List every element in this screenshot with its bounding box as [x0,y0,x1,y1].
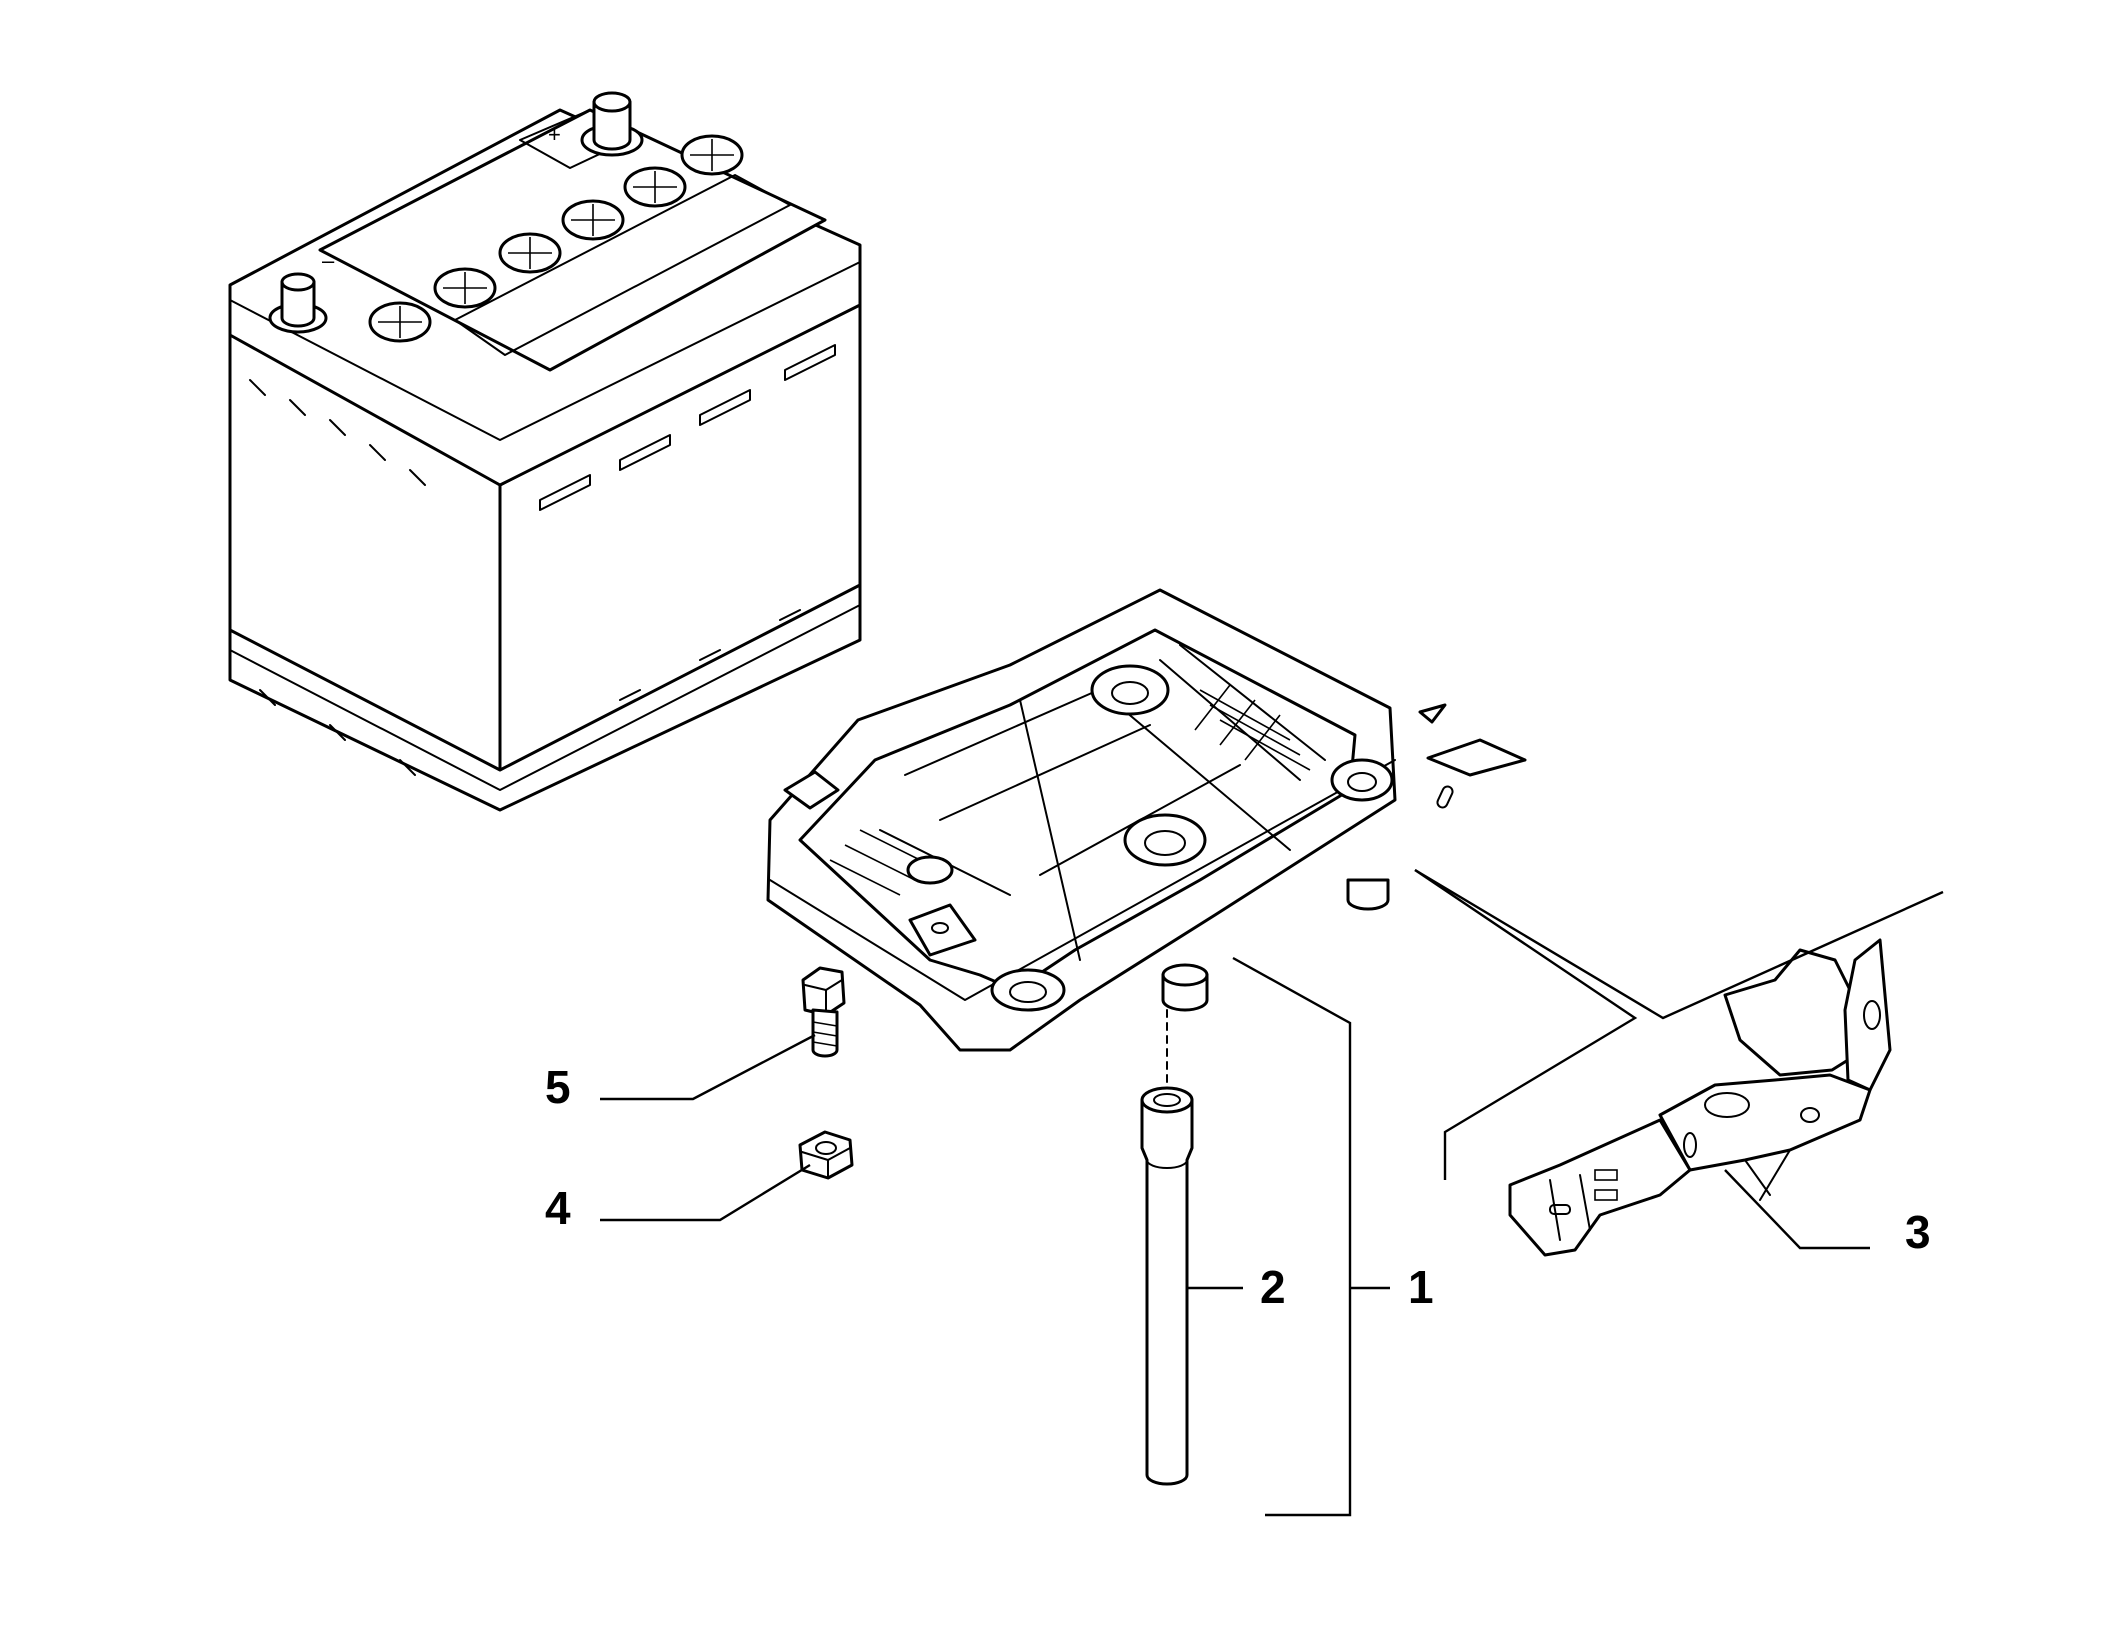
cell-cap [680,134,744,176]
negative-terminal [268,272,328,334]
hex-nut [798,1130,854,1180]
mounting-bracket [1508,938,1892,1257]
support-rod [1140,1009,1194,1486]
bolt [801,966,846,1058]
negative-mark: – [322,248,335,273]
cell-cap [623,166,687,208]
battery-tray [766,588,1527,1052]
cell-cap [498,232,562,274]
leader-lines [600,868,1944,1517]
callout-1: 1 [1408,1261,1434,1313]
positive-terminal [580,91,644,157]
tray-boss [1330,758,1394,802]
tray-boss [990,968,1066,1012]
cell-cap [561,199,625,241]
positive-mark: + [548,122,561,147]
tray-boss [906,855,954,885]
battery: + – [228,91,862,812]
cell-cap [368,301,432,343]
callout-2: 2 [1260,1261,1286,1313]
tray-boss [1123,813,1207,867]
cell-cap [433,267,497,309]
callout-3: 3 [1905,1206,1931,1258]
callout-5: 5 [545,1061,571,1113]
tray-boss [1090,664,1170,716]
callout-4: 4 [545,1182,571,1234]
